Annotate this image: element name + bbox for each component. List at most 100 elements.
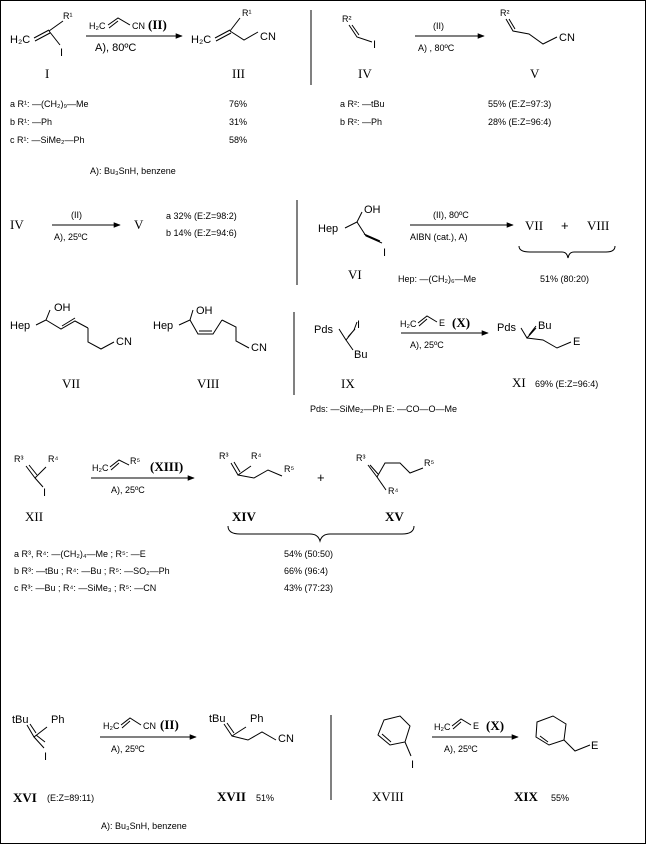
reagent-r5: R⁵ (130, 456, 140, 466)
r1-label: R¹ (242, 8, 252, 18)
e-label: E (591, 740, 598, 752)
hep-definition: Hep: —(CH₂)₆—Me (398, 274, 476, 284)
row-a-yield: 54% (50:50) (284, 549, 333, 559)
reagent-X-label: (X) (452, 315, 470, 330)
cn-label: CN (559, 32, 575, 44)
row-b-yield: 28% (E:Z=96:4) (488, 117, 551, 127)
compound-XVI-label: XVI (13, 790, 37, 805)
r3-label: R³ (14, 454, 24, 464)
r5-label: R⁵ (424, 458, 434, 468)
row-a-label: a R³, R⁴: —(CH₂)₄—Me ; R⁵: —E (14, 549, 146, 559)
r2-label: R² (342, 14, 352, 24)
compound-XIX: E XIX 55% (514, 715, 598, 804)
compound-IX: Pds I Bu IX (314, 319, 367, 391)
reagent-X: H₂C E (X) (400, 315, 470, 330)
reagent-note-8: A): Bu₃SnH, benzene (101, 821, 187, 831)
r4-label: R⁴ (48, 454, 58, 464)
reagent-h2c: H₂C (89, 21, 106, 31)
compound-V-label: V (530, 66, 540, 81)
scheme-8: tBu Ph I XVI (E:Z=89:11) H₂C CN (II) A),… (12, 713, 294, 831)
row-a-label: a R¹: —(CH₂)₉—Me (10, 99, 89, 109)
row-b-label: b R³: —tBu ; R⁴: —Bu ; R⁵: —SO₂—Ph (14, 566, 170, 576)
scheme-2: R² I IV (II) A) , 80ºC R² CN V a R²: —tB… (340, 8, 575, 127)
pds-label: Pds (314, 324, 333, 336)
compound-VI: Hep OH I VI (318, 204, 386, 282)
reagent-label-2: (II) (433, 21, 444, 31)
compound-XVIII: I XVIII (372, 715, 414, 804)
reagent-note-1: A): Bu₃SnH, benzene (90, 166, 176, 176)
compound-VIII-label: VIII (197, 376, 219, 391)
cn-label: CN (251, 342, 267, 354)
plus-sign: + (561, 218, 569, 233)
reagent-cn: CN (143, 721, 156, 731)
compound-XII: R³ R⁴ I XII (14, 454, 58, 524)
reagent-h2c: H₂C (434, 722, 451, 732)
reagent-X: H₂C E (X) (434, 718, 504, 733)
row-a-yield: 76% (229, 99, 247, 109)
conditions-6: A), 25ºC (410, 340, 444, 350)
iodo-label: I (43, 487, 46, 499)
compound-XV: R³ R⁴ R⁵ XV (356, 453, 434, 524)
hep-label: Hep (318, 223, 338, 235)
compound-VIII: Hep OH CN VIII (153, 305, 267, 391)
r5-label: R⁵ (284, 464, 294, 474)
compound-XI: Pds Bu E XI 69% (E:Z=96:4) (497, 320, 598, 390)
r2-label: R² (500, 8, 510, 18)
reagent-II: H₂C CN (II) (89, 17, 167, 32)
reagent-II-label: (II) (160, 717, 179, 732)
product-VII-label: VII (525, 218, 543, 233)
compound-XVIII-label: XVIII (372, 789, 404, 804)
compound-XVII-label: XVII (217, 789, 246, 804)
compound-V: R² CN V (500, 8, 575, 81)
conditions-2: A) , 80ºC (418, 43, 455, 53)
ph-label: Ph (250, 713, 263, 725)
row-c-yield: 58% (229, 135, 247, 145)
substituent-table-2: a R²: —tBu 55% (E:Z=97:3) b R²: —Ph 28% … (340, 99, 551, 127)
compound-XVI: tBu Ph I XVI (E:Z=89:11) (12, 714, 94, 805)
reagent-X-label: (X) (486, 718, 504, 733)
plus-sign: + (317, 470, 325, 485)
reagent-e: E (473, 721, 479, 731)
row-c-label: c R³: —Bu ; R⁴: —SiMe₃ ; R⁵: —CN (14, 583, 156, 593)
iodo-label: I (357, 319, 360, 331)
reagent-XIII-label: (XIII) (150, 459, 183, 474)
iodo-label: I (60, 47, 63, 59)
tbu-label: tBu (209, 713, 226, 725)
substituent-table-7: a R³, R⁴: —(CH₂)₄—Me ; R⁵: —E 54% (50:50… (14, 549, 333, 593)
conditions-1: A), 80ºC (95, 42, 136, 54)
conditions-9: A), 25ºC (444, 744, 478, 754)
ph-label: Ph (51, 714, 64, 726)
product-brace-7 (227, 525, 415, 543)
tbu-label: tBu (12, 714, 29, 726)
yield-6: 69% (E:Z=96:4) (535, 379, 598, 389)
bu-label: Bu (354, 349, 367, 361)
substituent-table-1: a R¹: —(CH₂)₉—Me 76% b R¹: —Ph 31% c R¹:… (10, 99, 247, 145)
compound-XIX-label: XIX (514, 789, 538, 804)
iodo-label: I (44, 751, 47, 763)
conditions-4: AIBN (cat.), A) (410, 232, 468, 242)
compound-VII: Hep OH CN VII (10, 302, 132, 391)
hep-label: Hep (10, 320, 30, 332)
reagent-cn: CN (132, 21, 145, 31)
compound-I: H₂C R¹ I I (10, 11, 73, 81)
conditions-8: A), 25ºC (111, 744, 145, 754)
reagent-h2c: H₂C (400, 319, 417, 329)
row-a-label: a R²: —tBu (340, 99, 385, 109)
pds-label: Pds (497, 322, 516, 334)
compound-XIV: R³ R⁴ R⁵ XIV (219, 451, 294, 524)
e-label: E (573, 336, 580, 348)
iodo-label: I (373, 39, 376, 51)
compound-IV-label: IV (10, 217, 24, 232)
scheme-9: I XVIII H₂C E (X) A), 25ºC E XIX 55% (372, 715, 598, 804)
scheme-7: R³ R⁴ I XII H₂C R⁵ (XIII) A), 25ºC R³ R⁴… (14, 451, 434, 593)
row-c-yield: 43% (77:23) (284, 583, 333, 593)
cn-label: CN (278, 733, 294, 745)
r4-label: R⁴ (251, 451, 261, 461)
row-a-yield: 55% (E:Z=97:3) (488, 99, 551, 109)
scheme-1: H₂C R¹ I I H₂C CN (II) A), 80ºC H₂C R¹ C… (10, 8, 276, 176)
yield-9: 55% (551, 793, 569, 803)
row-b-yield: 66% (96:4) (284, 566, 328, 576)
iodo-label: I (411, 759, 414, 771)
r3-label: R³ (356, 453, 366, 463)
